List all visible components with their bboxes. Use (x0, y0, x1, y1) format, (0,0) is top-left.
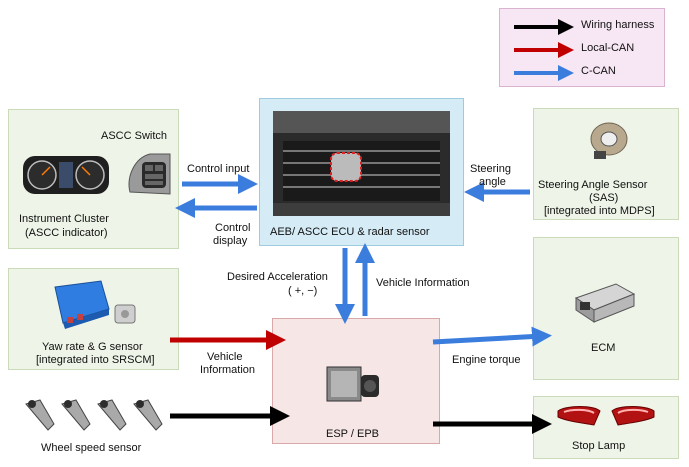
stop-lamp-icon (557, 406, 655, 426)
sas-mdps-label: [integrated into MDPS] (544, 205, 655, 217)
steering-angle-sensor-icon (590, 122, 628, 159)
legend-swatches (514, 19, 574, 81)
yaw-sensor-box: Yaw rate & G sensor [integrated into SRS… (8, 268, 179, 370)
steering-angle-label-2: angle (479, 176, 506, 188)
ascc-indicator-label: (ASCC indicator) (25, 227, 108, 239)
legend-wiring-label: Wiring harness (581, 19, 655, 31)
esp-epb-box: ESP / EPB (272, 318, 440, 444)
stop-lamp-box: Stop Lamp (533, 396, 679, 459)
instrument-cluster-icon (23, 156, 109, 194)
radar-sensor-photo (273, 111, 450, 216)
sas-box: Steering Angle Sensor (SAS) [integrated … (533, 108, 679, 220)
steering-angle-label: Steering (470, 163, 511, 175)
sas-abbr-label: (SAS) (589, 192, 619, 204)
control-display-label-2: display (213, 235, 248, 247)
ecu-box: AEB/ ASCC ECU & radar sensor (259, 98, 464, 246)
arrow-engine-torque (432, 326, 552, 347)
control-input-label: Control input (187, 163, 250, 175)
ascc-switch-icon (128, 153, 171, 195)
srscm-module-icon (54, 280, 110, 329)
ecm-module-icon (574, 283, 636, 323)
sas-label: Steering Angle Sensor (538, 179, 648, 191)
vehicle-information-label: Vehicle Information (376, 277, 470, 289)
desired-acceleration-label: Desired Acceleration (227, 271, 328, 283)
engine-torque-label: Engine torque (452, 354, 521, 366)
instrument-cluster-label: Instrument Cluster (19, 213, 109, 225)
control-display-label: Control (215, 222, 251, 234)
legend-ccan-label: C-CAN (581, 65, 616, 77)
ascc-switch-label: ASCC Switch (101, 130, 168, 142)
srscm-label: [integrated into SRSCM] (36, 354, 155, 366)
wheel-speed-sensor-icons (25, 399, 163, 431)
yaw-vehicle-information-label: Vehicle (207, 351, 243, 363)
ecu-label: AEB/ ASCC ECU & radar sensor (270, 226, 430, 238)
legend: Wiring harness Local-CAN C-CAN (499, 8, 665, 87)
g-sensor-icon (114, 304, 136, 324)
instrument-cluster-box: ASCC Switch Instrument Cluster (ASCC ind… (8, 109, 179, 249)
esp-epb-label: ESP / EPB (326, 428, 379, 440)
yaw-sensor-label: Yaw rate & G sensor (42, 341, 143, 353)
ecm-label: ECM (591, 342, 616, 354)
wheel-speed-sensor-label: Wheel speed sensor (41, 442, 142, 454)
legend-localcan-label: Local-CAN (581, 42, 635, 54)
yaw-vehicle-information-label-2: Information (200, 364, 256, 376)
esp-module-icon (326, 366, 379, 402)
desired-acceleration-sign-label: ( +, −) (288, 285, 318, 297)
ecm-box: ECM (533, 237, 679, 380)
stop-lamp-label: Stop Lamp (572, 440, 626, 452)
